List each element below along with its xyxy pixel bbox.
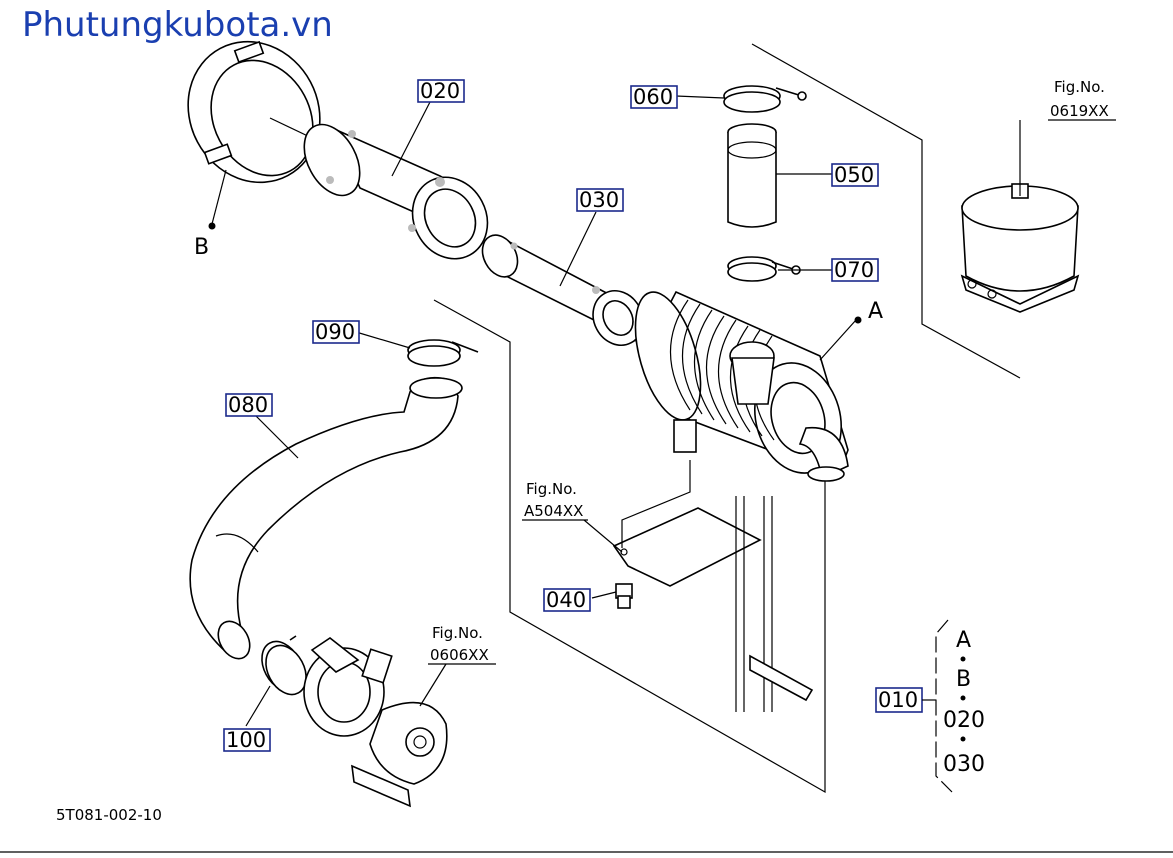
drain-valve: [615, 583, 633, 609]
assembly-item: 020: [943, 708, 985, 733]
svg-text:030: 030: [579, 188, 619, 212]
clamp-090: [407, 339, 479, 367]
lower-hose-clamp: [727, 256, 801, 282]
svg-text:070: 070: [834, 258, 874, 282]
drawing-number: 5T081-002-10: [56, 806, 162, 824]
callout-070: 070: [831, 258, 879, 282]
assembly-item: 030: [943, 752, 985, 777]
leader-lines: [245, 95, 832, 727]
svg-text:100: 100: [226, 728, 266, 752]
svg-text:060: 060: [633, 85, 673, 109]
turbocharger: [303, 637, 448, 808]
callout-060: 060: [630, 85, 678, 109]
svg-text:0606XX: 0606XX: [430, 646, 489, 664]
svg-text:010: 010: [878, 688, 918, 712]
air-cleaner-housing: [634, 290, 862, 482]
safety-filter-element: [481, 234, 644, 346]
callout-010: 010: [875, 687, 923, 713]
clamp-100: [261, 635, 307, 696]
callout-090: 090: [312, 320, 360, 344]
mounting-bracket: [612, 460, 814, 712]
precleaner: [960, 120, 1080, 313]
callout-040: 040: [543, 588, 591, 612]
svg-text:090: 090: [315, 320, 355, 344]
assembly-item: A: [956, 628, 971, 653]
svg-text:Fig.No.: Fig.No.: [526, 480, 577, 498]
primary-filter-element: [303, 123, 489, 260]
upper-hose-clamp: [723, 85, 807, 113]
svg-text:A504XX: A504XX: [524, 502, 583, 520]
fig-ref-a504: Fig.No. A504XX: [522, 480, 588, 521]
callout-050: 050: [831, 163, 879, 187]
svg-text:080: 080: [228, 393, 268, 417]
svg-text:050: 050: [834, 163, 874, 187]
frame-lines: [433, 43, 1021, 794]
intake-hose: [189, 376, 463, 660]
intake-pipe: [727, 123, 777, 228]
fig-ref-0619: Fig.No. 0619XX: [1048, 78, 1116, 121]
marker-b: B: [194, 235, 209, 260]
svg-text:020: 020: [420, 79, 460, 103]
svg-text:Fig.No.: Fig.No.: [1054, 78, 1105, 96]
assembly-list: A B 020 030: [922, 619, 985, 793]
marker-a: A: [868, 299, 883, 324]
assembly-item: B: [956, 667, 971, 692]
band-clamp: [187, 40, 321, 230]
callout-100: 100: [223, 728, 271, 752]
svg-text:Fig.No.: Fig.No.: [432, 624, 483, 642]
fig-ref-0606: Fig.No. 0606XX: [428, 624, 496, 665]
watermark: Phutungkubota.vn: [22, 5, 333, 45]
callout-020: 020: [417, 79, 465, 103]
svg-text:040: 040: [546, 588, 586, 612]
callout-030: 030: [576, 188, 624, 212]
svg-text:0619XX: 0619XX: [1050, 102, 1109, 120]
callout-080: 080: [225, 393, 273, 417]
